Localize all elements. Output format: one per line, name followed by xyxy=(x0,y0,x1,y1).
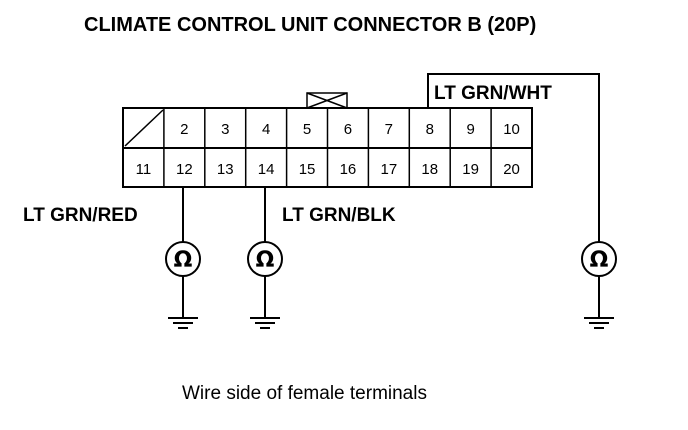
terminal-16: 16 xyxy=(340,161,357,178)
ohmmeter-icon: Ω xyxy=(165,241,201,318)
ground-icon xyxy=(168,317,198,329)
connector-bottom-row: 11 12 13 14 15 16 17 18 19 20 xyxy=(136,161,520,178)
terminal-13: 13 xyxy=(217,161,234,178)
connector-body xyxy=(122,107,533,188)
diagram-caption: Wire side of female terminals xyxy=(182,383,427,404)
wire-label-lt-grn-blk: LT GRN/BLK xyxy=(282,205,396,226)
terminal-20: 20 xyxy=(503,161,520,178)
diagram-title: CLIMATE CONTROL UNIT CONNECTOR B (20P) xyxy=(84,14,536,36)
terminal-5: 5 xyxy=(303,121,311,138)
terminal-12: 12 xyxy=(176,161,193,178)
connector-lock-tab-icon xyxy=(306,92,348,109)
ground-icon xyxy=(584,317,614,329)
blocked-cavity-mark xyxy=(124,109,164,147)
wire-8 xyxy=(427,73,600,242)
terminal-19: 19 xyxy=(462,161,479,178)
ohmmeter-icon: Ω xyxy=(247,241,283,318)
connector-top-row: 2 3 4 5 6 7 8 9 10 xyxy=(180,121,520,138)
ohmmeter-icon: Ω xyxy=(581,241,617,318)
terminal-11: 11 xyxy=(136,161,152,178)
wire-label-lt-grn-wht: LT GRN/WHT xyxy=(434,83,552,104)
wire-label-lt-grn-red: LT GRN/RED xyxy=(23,205,138,226)
svg-text:Ω: Ω xyxy=(174,248,193,273)
terminal-4: 4 xyxy=(262,121,270,138)
svg-text:Ω: Ω xyxy=(256,248,275,273)
terminal-3: 3 xyxy=(221,121,229,138)
terminal-17: 17 xyxy=(381,161,398,178)
svg-text:Ω: Ω xyxy=(590,248,609,273)
terminal-7: 7 xyxy=(385,121,393,138)
terminal-8: 8 xyxy=(426,121,434,138)
terminal-14: 14 xyxy=(258,161,275,178)
terminal-18: 18 xyxy=(421,161,438,178)
ground-icon xyxy=(250,317,280,329)
terminal-6: 6 xyxy=(344,121,352,138)
terminal-2: 2 xyxy=(180,121,188,138)
terminal-9: 9 xyxy=(466,121,474,138)
terminal-15: 15 xyxy=(299,161,316,178)
terminal-10: 10 xyxy=(503,121,520,138)
